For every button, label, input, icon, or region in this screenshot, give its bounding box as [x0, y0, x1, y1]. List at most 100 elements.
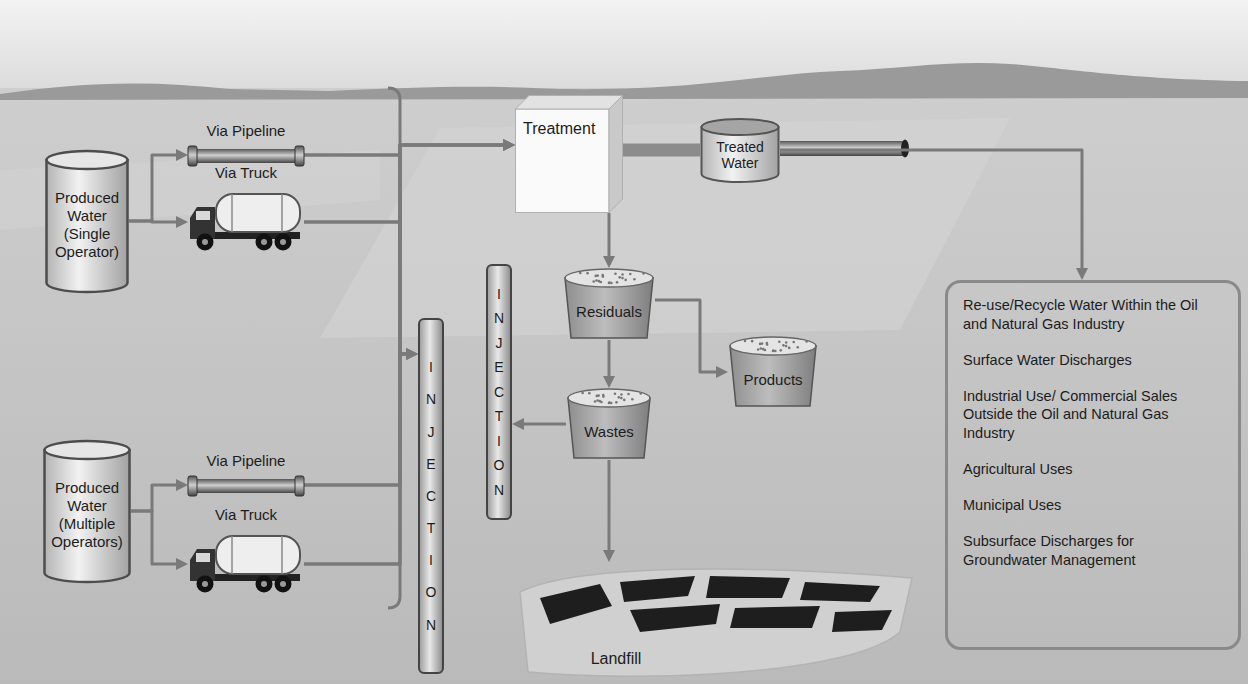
gravel-dot [586, 272, 589, 275]
material-bin: Wastes [566, 388, 652, 460]
landfill-cell [620, 576, 695, 602]
node-label: Industrial Use/ Commercial Sales Outside… [963, 387, 1221, 444]
gravel-dot [744, 340, 747, 343]
node-label: Produced Water (Single Operator) [51, 189, 123, 261]
landfill-cell [730, 606, 820, 628]
tank-body [45, 449, 130, 582]
cube-top [516, 96, 623, 110]
injection-well: INJECTION [418, 318, 444, 674]
node-label: Via Pipeline [207, 122, 286, 140]
injection-well: INJECTION [486, 264, 512, 520]
gravel-dot [778, 340, 781, 343]
pipe-flange [188, 146, 197, 166]
node-label: Via Truck [215, 506, 277, 524]
gravel-dot [608, 401, 611, 404]
flow-arrow [304, 145, 506, 564]
flow-arrow [655, 300, 719, 372]
wheel-hub [280, 239, 286, 245]
truck-wheel [256, 576, 273, 593]
gravel-dot [579, 272, 582, 275]
gravel-dot [772, 349, 775, 352]
gravel-dot [633, 278, 636, 281]
gravel-dot [599, 400, 602, 403]
flow-arrow [304, 354, 409, 564]
bin-top [730, 337, 816, 355]
gravel-dot [621, 273, 624, 276]
gravel-dot [598, 280, 601, 283]
gravel-dot [594, 275, 597, 278]
flow-arrow [129, 155, 179, 221]
flow-arrow [608, 340, 611, 379]
node-label: Surface Water Discharges [963, 351, 1132, 370]
gravel-dot [602, 395, 605, 398]
tank-band [231, 536, 233, 574]
gravel-dot [608, 402, 611, 405]
gravel-dot [624, 279, 627, 282]
wheel-hub [202, 581, 208, 587]
pipe-connector [623, 144, 700, 157]
treated-water-tank: Treated Water [700, 118, 780, 182]
node-label: Agricultural Uses [963, 460, 1073, 479]
tank-body [47, 159, 128, 292]
tank-water [702, 119, 779, 135]
gravel-dot [642, 272, 645, 275]
gravel-dot [621, 277, 624, 280]
gravel-dot [760, 347, 763, 350]
pipeline-icon: Via Pipeline [188, 122, 304, 166]
material-bin: Products [728, 336, 818, 408]
gravel-dot [596, 399, 599, 402]
gravel-dot [629, 273, 632, 276]
gravel-dot [631, 398, 634, 401]
cab-window [196, 553, 210, 562]
bin-top [568, 389, 650, 407]
box-outline [947, 282, 1240, 649]
vertical-label: INJECTION [425, 351, 436, 641]
pipe-body [195, 149, 297, 163]
node-label: Landfill [591, 649, 642, 668]
node-label: Produced Water (Multiple Operators) [49, 479, 125, 551]
gravel-dot [596, 395, 599, 398]
node-art [520, 562, 912, 680]
gravel-dot [581, 392, 584, 395]
water-tank: Produced Water (Multiple Operators) [43, 440, 131, 582]
wheel-hub [261, 581, 267, 587]
gravel-dot [788, 347, 791, 350]
truck-wheel [197, 234, 214, 251]
node-label: Via Pipeline [207, 452, 286, 470]
gravel-dot [594, 400, 597, 403]
landfill-cell [800, 582, 880, 602]
cube-front [516, 109, 610, 213]
landfill-cell [706, 576, 790, 598]
flow-arrow [521, 423, 566, 426]
node-label: Treated Water [704, 139, 776, 171]
flow-arrow [129, 221, 179, 222]
cab-window [196, 211, 210, 220]
node-label: Products [743, 371, 802, 389]
flow-arrow [131, 511, 179, 564]
gravel-dot [595, 279, 598, 282]
truck-icon: Via Truck [188, 164, 304, 252]
well-column [419, 319, 443, 673]
gravel-dot [759, 343, 762, 346]
gravel-dot [780, 349, 783, 352]
node-label: Municipal Uses [963, 496, 1061, 515]
well-column [487, 265, 511, 519]
treatment-plant: Treatment [515, 95, 623, 213]
vertical-label: INJECTION [493, 282, 504, 503]
gravel-dot [588, 392, 591, 395]
sky [0, 0, 1248, 100]
hills [0, 63, 1248, 100]
gravel-dot [762, 348, 765, 351]
flow-arrow [304, 354, 409, 485]
tank-band [281, 536, 283, 574]
node-label: Re-use/Recycle Water Within the Oil and … [963, 296, 1221, 334]
node-art [515, 95, 623, 213]
gravel-dot [608, 282, 611, 285]
gravel-dot [796, 346, 799, 349]
landfill-cell [630, 604, 720, 632]
landfill: Landfill [520, 562, 912, 680]
gravel-dot [782, 344, 785, 347]
truck-icon: Via Truck [188, 506, 304, 594]
material-bin: Residuals [563, 268, 655, 340]
